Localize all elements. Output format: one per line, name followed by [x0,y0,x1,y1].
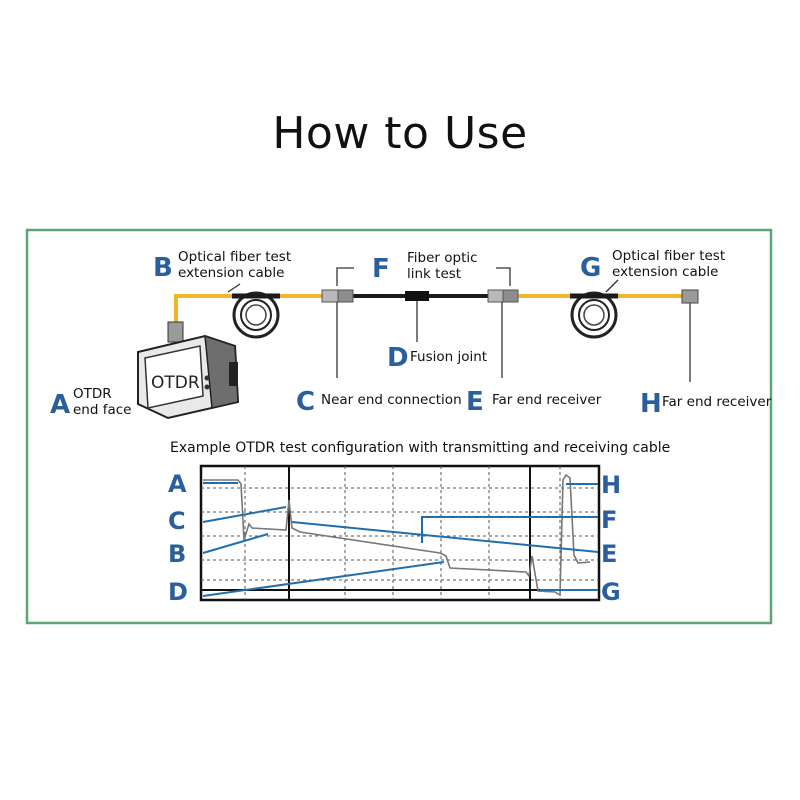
label-e: E Far end receiver [466,387,602,417]
otdr-device-text: OTDR [151,373,200,393]
label-d: D Fusion joint [387,343,487,373]
trace-letters-right: H F E G [601,471,621,606]
svg-text:Optical fiber test: Optical fiber test [178,249,291,265]
coil-b-icon [232,291,280,339]
svg-text:F: F [372,254,390,284]
diagram-frame [25,228,773,625]
svg-text:extension cable: extension cable [612,264,718,280]
label-h: H Far end receiver [640,389,772,419]
trace-letter-a: A [168,470,187,498]
leader-lines [227,279,691,382]
svg-text:extension cable: extension cable [178,265,284,281]
svg-text:link test: link test [407,266,461,282]
svg-text:D: D [387,343,409,373]
svg-text:Fiber optic: Fiber optic [407,250,478,266]
svg-text:Fusion joint: Fusion joint [410,349,487,365]
label-f: F Fiber optic link test [372,250,478,284]
label-a: A OTDR end face [50,386,131,420]
svg-text:E: E [466,387,484,417]
svg-text:C: C [296,387,315,417]
trace-letter-h: H [601,471,621,499]
label-g: G Optical fiber test extension cable [580,248,725,283]
trace-letters-left: A C B D [168,470,188,606]
svg-text:Far end receiver: Far end receiver [492,392,602,408]
trace-letter-e: E [601,540,617,568]
far-end-receiver-icon [681,289,699,304]
trace-letter-c: C [168,507,186,535]
trace-letter-f: F [601,506,617,534]
coil-g-icon [570,291,618,339]
svg-text:Far end receiver: Far end receiver [662,394,772,410]
svg-text:Optical fiber test: Optical fiber test [612,248,725,264]
svg-text:H: H [640,389,662,419]
trace-leaders [202,482,599,597]
trace-letter-d: D [168,578,188,606]
otdr-trace [203,473,591,597]
trace-letter-g: G [601,578,621,606]
svg-text:OTDR: OTDR [73,386,112,402]
label-c: C Near end connection [296,387,462,417]
otdr-device-icon: OTDR [137,321,240,420]
link-test-bracket [336,267,511,286]
fusion-joint-icon [405,291,429,301]
far-end-connector-icon [487,289,519,303]
svg-text:Near end connection: Near end connection [321,392,462,408]
svg-text:end face: end face [73,402,131,418]
near-end-connector-icon [321,289,354,303]
svg-text:A: A [50,390,70,420]
trace-caption: Example OTDR test configuration with tra… [170,440,670,456]
svg-text:B: B [153,253,173,283]
svg-text:G: G [580,253,601,283]
trace-letter-b: B [168,540,186,568]
label-b: B Optical fiber test extension cable [153,249,291,283]
page-title: How to Use [272,108,528,159]
